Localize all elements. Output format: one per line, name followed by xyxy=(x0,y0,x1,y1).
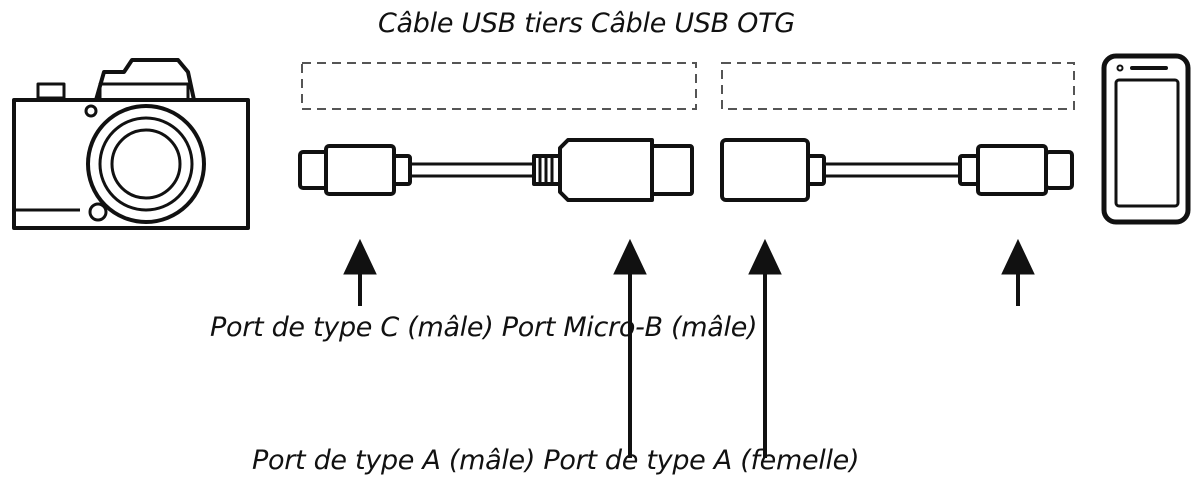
usb-c-plug-icon xyxy=(958,144,1074,196)
micro-b-plug-icon xyxy=(532,138,694,202)
smartphone-icon xyxy=(1101,53,1191,225)
port-label-row-1: Port de type C (mâle) Port Micro-B (mâle… xyxy=(210,312,758,343)
arrow-up-icon xyxy=(748,238,782,458)
arrow-up-icon xyxy=(343,238,377,306)
usb-c-plug-icon xyxy=(298,144,412,196)
third-party-cable-outline xyxy=(301,62,697,110)
usb-a-female-icon xyxy=(720,138,826,202)
arrow-up-icon xyxy=(613,238,647,458)
otg-cable-outline xyxy=(721,62,1075,110)
port-label-row-2: Port de type A (mâle) Port de type A (fe… xyxy=(252,445,860,476)
diagram-title: Câble USB tiers Câble USB OTG xyxy=(378,8,795,39)
camera-icon xyxy=(12,58,250,230)
third-party-cable-wire xyxy=(410,162,536,178)
otg-cable-wire xyxy=(824,162,962,178)
arrow-up-icon xyxy=(1001,238,1035,306)
